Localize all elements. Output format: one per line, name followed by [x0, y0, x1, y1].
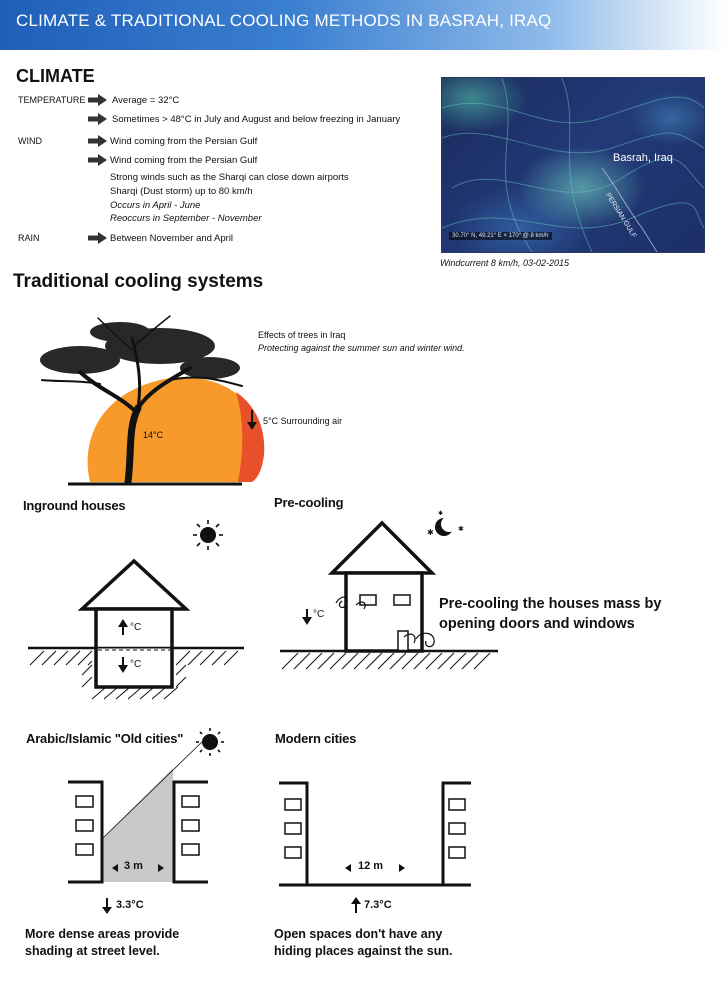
- up-arrow-icon: [351, 897, 361, 913]
- sun-icon: [193, 520, 223, 550]
- map-caption: Windcurrent 8 km/h, 03-02-2015: [440, 258, 569, 268]
- surrounding-air-note: 5°C Surrounding air: [263, 416, 343, 426]
- modern-cities-caption: Open spaces don't have any hiding places…: [274, 927, 453, 958]
- width-arrow-icon: [345, 864, 405, 872]
- wind-detail-2: Sharqi (Dust storm) up to 80 km/h: [110, 186, 253, 197]
- modern-cities-temp: 7.3°C: [364, 899, 392, 911]
- warm-air-zone: [236, 392, 265, 482]
- header-banner: [0, 0, 726, 50]
- down-arrow-icon: [247, 410, 257, 430]
- shade-temperature: 14°C: [143, 430, 164, 440]
- modern-cities-diagram: [279, 781, 471, 887]
- inground-house-diagram: [28, 520, 244, 700]
- arrow-icon: [88, 154, 107, 166]
- down-arrow-icon: [102, 898, 112, 914]
- svg-text:✱: ✱: [438, 510, 443, 517]
- precooling-diagram: ✱ ✱ ✱: [280, 510, 498, 670]
- old-cities-temp: 3.3°C: [116, 899, 144, 911]
- wind-season-2: Reoccurs in September - November: [110, 213, 262, 224]
- up-arrow-icon: [118, 619, 128, 635]
- wind-streamlines: [442, 78, 704, 252]
- precooling-temp: °C: [313, 609, 325, 620]
- down-arrow-icon: [118, 657, 128, 673]
- inground-title: Inground houses: [23, 498, 126, 513]
- down-arrow-icon: [302, 609, 312, 625]
- arrow-icon: [88, 94, 107, 106]
- precooling-title: Pre-cooling: [274, 495, 344, 510]
- precooling-description: Pre-cooling the houses mass by opening d…: [439, 596, 662, 632]
- old-cities-diagram: [68, 728, 224, 884]
- map-coordinate-readout: 30.70° N, 49.21° E × 170° @ 8 km/h: [449, 232, 552, 240]
- moon-icon: ✱ ✱ ✱: [427, 510, 464, 537]
- arrow-icon: [88, 232, 107, 244]
- svg-text:✱: ✱: [458, 525, 464, 533]
- wind-detail-1: Strong winds such as the Sharqi can clos…: [110, 172, 349, 183]
- rain-label: RAIN: [18, 233, 40, 243]
- temperature-extremes: Sometimes > 48°C in July and August and …: [112, 114, 401, 125]
- trees-subtitle: Protecting against the summer sun and wi…: [258, 343, 465, 353]
- climate-heading: CLIMATE: [16, 66, 95, 86]
- arrow-icon: [88, 113, 107, 125]
- old-cities-title: Arabic/Islamic "Old cities": [26, 731, 184, 746]
- wind-season-1: Occurs in April - June: [110, 200, 201, 211]
- inground-upper-temp: °C: [130, 622, 142, 633]
- inground-lower-temp: °C: [130, 659, 142, 670]
- page-title: CLIMATE & TRADITIONAL COOLING METHODS IN…: [16, 11, 552, 30]
- arrow-icon: [88, 135, 107, 147]
- modern-cities-width: 12 m: [358, 860, 384, 872]
- wind-map: Basrah, Iraq PERSIAN GULF 30.70° N, 49.2…: [441, 77, 705, 253]
- rain-period: Between November and April: [110, 233, 234, 244]
- tree-illustration: [40, 315, 265, 486]
- temperature-average: Average = 32°C: [112, 95, 180, 106]
- wind-source-1: Wind coming from the Persian Gulf: [110, 136, 258, 147]
- old-cities-width: 3 m: [124, 860, 143, 872]
- svg-text:✱: ✱: [427, 528, 434, 537]
- trees-title: Effects of trees in Iraq: [258, 330, 346, 340]
- old-cities-caption: More dense areas provide shading at stre…: [25, 927, 180, 958]
- sun-icon: [196, 728, 224, 756]
- map-place-label: Basrah, Iraq: [613, 152, 673, 164]
- modern-cities-title: Modern cities: [275, 731, 357, 746]
- wind-label: WIND: [18, 136, 42, 146]
- temperature-label: TEMPERATURE: [18, 95, 86, 105]
- width-arrow-icon: [112, 864, 164, 872]
- wind-source-2: Wind coming from the Persian Gulf: [110, 155, 258, 166]
- cooling-heading: Traditional cooling systems: [13, 271, 264, 292]
